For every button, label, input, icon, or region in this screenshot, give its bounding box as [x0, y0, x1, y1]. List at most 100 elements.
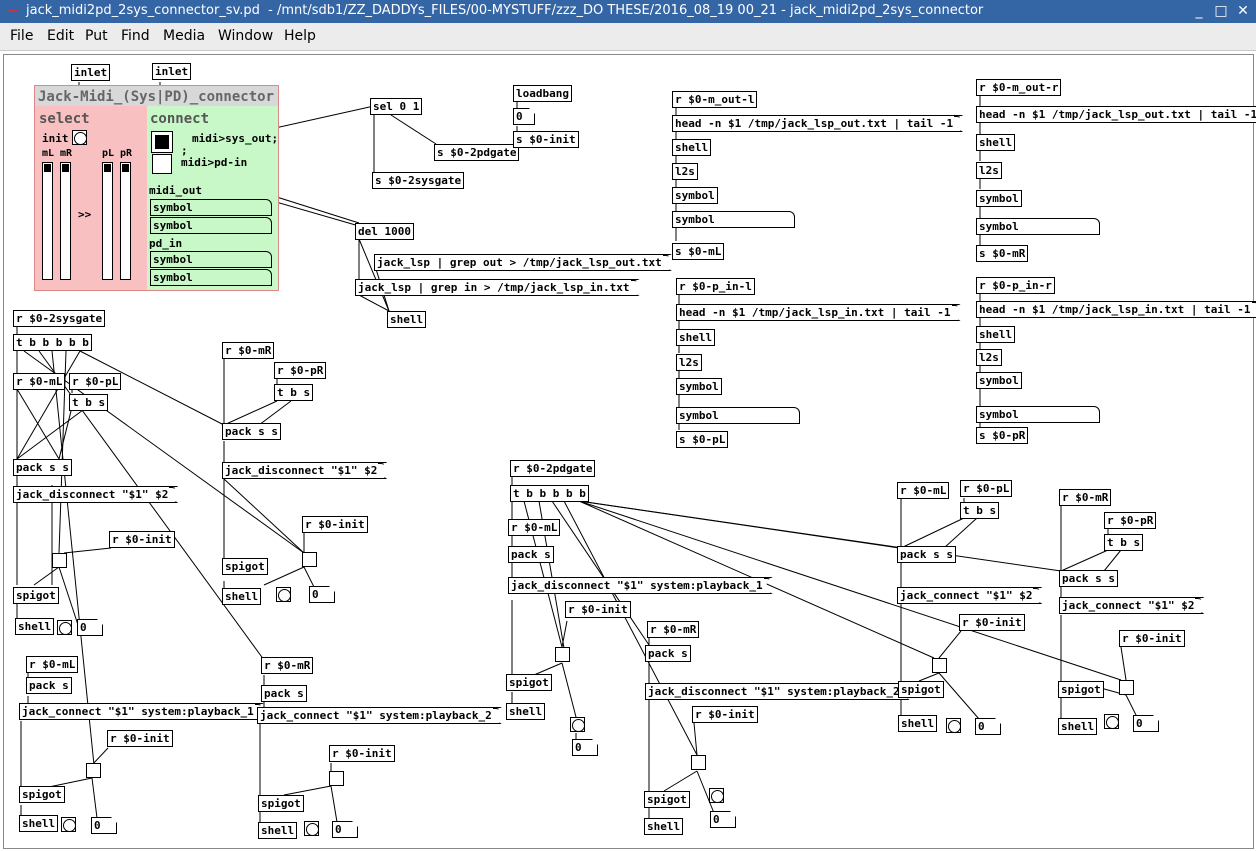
- receive-p-in-l[interactable]: r $0-p_in-l: [676, 278, 755, 295]
- pack-ss-1[interactable]: pack s s: [13, 459, 72, 476]
- symbol-b1[interactable]: symbol: [672, 187, 718, 204]
- spigot-4[interactable]: spigot: [258, 795, 304, 812]
- title-bar[interactable]: ~ jack_midi2pd_2sys_connector_sv.pd - /m…: [0, 0, 1256, 23]
- inlet-object-2[interactable]: inlet: [152, 63, 192, 80]
- spigot-toggle-4[interactable]: [329, 771, 344, 786]
- l2s-b4[interactable]: l2s: [976, 349, 1002, 366]
- receive-init-5[interactable]: r $0-init: [565, 601, 631, 618]
- radio-mr[interactable]: [60, 162, 71, 280]
- receive-mr-2[interactable]: r $0-mR: [222, 342, 275, 359]
- jack-disconnect-6[interactable]: jack_disconnect "$1" system:playback_2: [645, 683, 910, 700]
- spigot-6[interactable]: spigot: [644, 791, 690, 808]
- spigot-7[interactable]: spigot: [898, 681, 944, 698]
- jack-disconnect-1[interactable]: jack_disconnect "$1" $2: [13, 486, 178, 503]
- shell-3[interactable]: shell: [19, 815, 59, 832]
- pack-s-5[interactable]: pack s: [508, 546, 554, 563]
- send-2pdgate-object[interactable]: s $0-2pdgate: [434, 144, 520, 161]
- receive-pl-7[interactable]: r $0-pL: [960, 480, 1013, 497]
- radio-pl[interactable]: [102, 162, 113, 280]
- send-ml[interactable]: s $0-mL: [672, 243, 725, 260]
- shell-bang-3[interactable]: [61, 817, 76, 832]
- receive-init-6[interactable]: r $0-init: [692, 706, 758, 723]
- pack-ss-7[interactable]: pack s s: [897, 546, 956, 563]
- menu-window[interactable]: Window: [218, 28, 274, 44]
- shell-7[interactable]: shell: [898, 715, 938, 732]
- spigot-3[interactable]: spigot: [19, 786, 65, 803]
- number-box[interactable]: 0: [513, 108, 535, 125]
- jack-connect-8[interactable]: jack_connect "$1" $2: [1059, 597, 1204, 614]
- jack-lsp-in-message[interactable]: jack_lsp | grep in > /tmp/jack_lsp_in.tx…: [355, 279, 640, 296]
- symbol-atom-b2[interactable]: symbol: [676, 407, 800, 424]
- receive-init-8[interactable]: r $0-init: [1119, 630, 1185, 647]
- receive-mr-4[interactable]: r $0-mR: [261, 657, 314, 674]
- receive-p-in-r[interactable]: r $0-p_in-r: [976, 277, 1055, 294]
- l2s-b1[interactable]: l2s: [672, 163, 698, 180]
- trigger-bs-1[interactable]: t b s: [69, 394, 109, 411]
- receive-m-out-l[interactable]: r $0-m_out-l: [672, 91, 758, 108]
- shell-bang-5[interactable]: [570, 717, 585, 732]
- loadbang-object[interactable]: loadbang: [513, 85, 572, 102]
- spigot-toggle-5[interactable]: [555, 647, 570, 662]
- pack-s-6[interactable]: pack s: [645, 645, 691, 662]
- menu-edit[interactable]: Edit: [47, 28, 75, 44]
- head-out-l-message[interactable]: head -n $1 /tmp/jack_lsp_out.txt | tail …: [672, 115, 963, 132]
- shell-number-3[interactable]: 0: [91, 817, 117, 834]
- receive-mr-6[interactable]: r $0-mR: [647, 621, 700, 638]
- pd-in-symbol-1[interactable]: symbol: [150, 251, 272, 268]
- send-2sysgate-object[interactable]: s $0-2sysgate: [372, 172, 465, 189]
- shell-number-4[interactable]: 0: [332, 821, 358, 838]
- spigot-1[interactable]: spigot: [13, 587, 59, 604]
- shell-number-8[interactable]: 0: [1133, 715, 1159, 732]
- trigger-bs-8[interactable]: t b s: [1104, 534, 1144, 551]
- trigger-bs-7[interactable]: t b s: [960, 502, 1000, 519]
- receive-init-7[interactable]: r $0-init: [959, 614, 1025, 631]
- receive-ml-3[interactable]: r $0-mL: [26, 656, 79, 673]
- shell-bang-7[interactable]: [946, 718, 961, 733]
- shell-number-7[interactable]: 0: [975, 718, 1001, 735]
- shell-8[interactable]: shell: [1058, 718, 1098, 735]
- del-object[interactable]: del 1000: [355, 223, 414, 240]
- menu-help[interactable]: Help: [284, 28, 316, 44]
- trigger-bbbbb-2[interactable]: t b b b b b: [510, 485, 589, 502]
- pack-s-4[interactable]: pack s: [261, 685, 307, 702]
- receive-init-1[interactable]: r $0-init: [109, 531, 175, 548]
- jack-disconnect-5[interactable]: jack_disconnect "$1" system:playback_1: [508, 577, 773, 594]
- trigger-bs-2[interactable]: t b s: [274, 384, 314, 401]
- spigot-toggle-3[interactable]: [86, 763, 101, 778]
- jack-connect-3[interactable]: jack_connect "$1" system:playback_1: [19, 703, 264, 720]
- shell-b2[interactable]: shell: [676, 329, 716, 346]
- radio-ml[interactable]: [42, 162, 53, 280]
- jack-connect-7[interactable]: jack_connect "$1" $2: [897, 587, 1042, 604]
- jack-lsp-out-message[interactable]: jack_lsp | grep out > /tmp/jack_lsp_out.…: [374, 254, 672, 271]
- trigger-bbbbb-1[interactable]: t b b b b b: [13, 334, 92, 351]
- spigot-5[interactable]: spigot: [506, 674, 552, 691]
- receive-init-4[interactable]: r $0-init: [329, 745, 395, 762]
- shell-number-1[interactable]: 0: [77, 619, 103, 636]
- pack-ss-2[interactable]: pack s s: [222, 423, 281, 440]
- symbol-b3[interactable]: symbol: [976, 190, 1022, 207]
- midi-out-symbol-1[interactable]: symbol: [150, 199, 272, 216]
- patch-canvas[interactable]: Jack-Midi_(Sys|PD)_connector select conn…: [3, 54, 1254, 849]
- spigot-toggle-8[interactable]: [1119, 680, 1134, 695]
- minimize-button[interactable]: _: [1195, 3, 1203, 19]
- receive-init-2[interactable]: r $0-init: [302, 516, 368, 533]
- symbol-atom-b1[interactable]: symbol: [672, 211, 795, 228]
- send-pl[interactable]: s $0-pL: [676, 431, 729, 448]
- jack-connect-4[interactable]: jack_connect "$1" system:playback_2: [257, 707, 502, 724]
- shell-b1[interactable]: shell: [672, 139, 712, 156]
- receive-mr-8[interactable]: r $0-mR: [1059, 489, 1112, 506]
- shell-bang-1[interactable]: [57, 620, 72, 635]
- maximize-button[interactable]: □: [1214, 3, 1228, 19]
- l2s-b3[interactable]: l2s: [976, 162, 1002, 179]
- shell-6[interactable]: shell: [644, 818, 684, 835]
- head-in-r-message[interactable]: head -n $1 /tmp/jack_lsp_in.txt | tail -…: [976, 301, 1256, 318]
- receive-pr-8[interactable]: r $0-pR: [1104, 512, 1157, 529]
- shell-b4[interactable]: shell: [976, 326, 1016, 343]
- shell-bang-4[interactable]: [304, 821, 319, 836]
- spigot-toggle-7[interactable]: [932, 658, 947, 673]
- symbol-atom-b4[interactable]: symbol: [976, 406, 1100, 423]
- init-bang[interactable]: [72, 130, 87, 145]
- shell-bang-8[interactable]: [1104, 714, 1119, 729]
- receive-2pdgate[interactable]: r $0-2pdgate: [510, 460, 596, 477]
- spigot-toggle-2[interactable]: [302, 552, 317, 567]
